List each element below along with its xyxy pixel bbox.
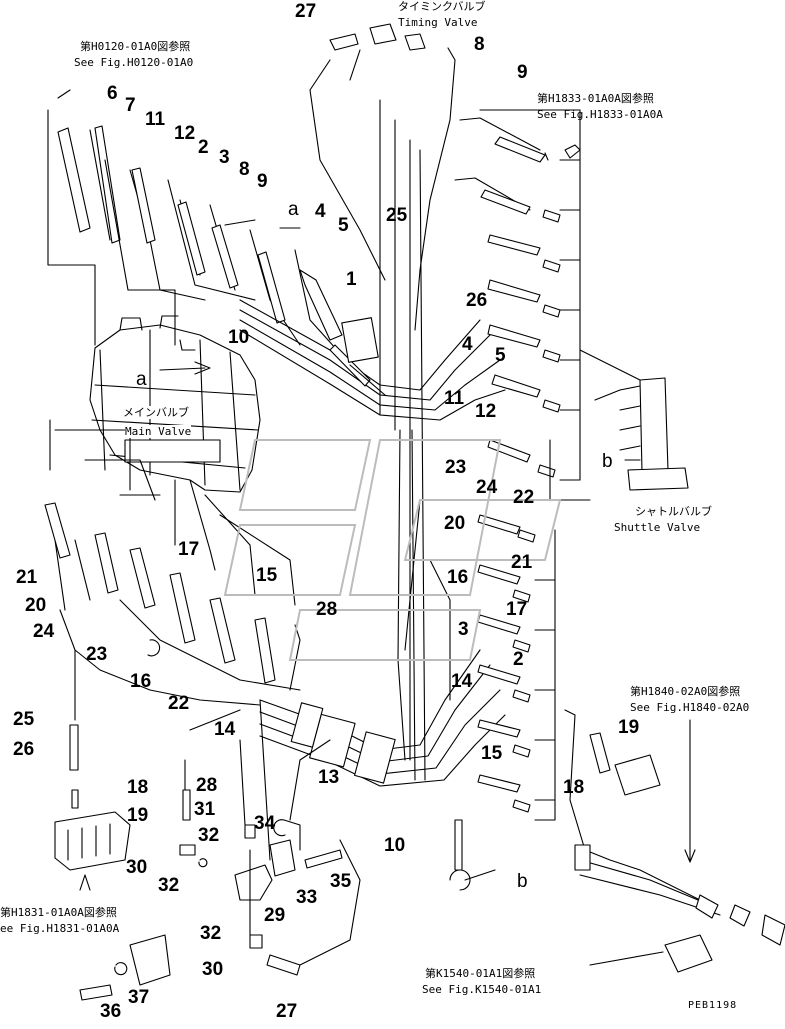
part-number: 19 (618, 717, 640, 738)
ref-h1840-en: See Fig.H1840-02A0 (630, 701, 750, 714)
part-number: 20 (25, 595, 47, 616)
part-number: 37 (128, 987, 150, 1008)
part-number: 14 (214, 719, 236, 740)
ref-letter-b: b (602, 451, 613, 472)
ref-h0120-jp: 第H0120-01A0図参照 (80, 40, 191, 53)
hose-bundle-lower (259, 649, 506, 787)
part-number: 9 (517, 62, 528, 83)
part-number: 5 (338, 215, 349, 236)
part-number: 34 (254, 813, 276, 834)
part-number: 11 (444, 388, 465, 409)
part-number: 18 (127, 777, 149, 798)
timing-valve-label-en: Timing Valve (398, 16, 478, 29)
part-number: 3 (458, 619, 469, 640)
shuttle-valve-label-jp: シャトルバルブ (635, 505, 712, 518)
part-number: 16 (130, 671, 152, 692)
part-number: 29 (264, 905, 286, 926)
part-number: 19 (127, 805, 149, 826)
ref-h1840-jp: 第H1840-02A0図参照 (630, 685, 741, 698)
part-number: 9 (257, 171, 268, 192)
part-number: 2 (198, 137, 209, 158)
ref-h1831-jp: 第H1831-01A0A図参照 (0, 906, 117, 919)
part-number: 35 (330, 871, 352, 892)
part-number: 33 (296, 887, 318, 908)
watermark-logo (223, 439, 562, 661)
ref-h0120-en: See Fig.H0120-01A0 (74, 56, 194, 69)
timing-valve-label-jp: タイミンクバルブ (398, 0, 486, 13)
shuttle-valve-label-en: Shuttle Valve (614, 521, 701, 534)
part-number: 5 (495, 345, 506, 366)
part-number: 36 (100, 1001, 122, 1022)
right-fittings-upper (454, 109, 581, 481)
part-number: 30 (126, 857, 148, 878)
main-valve-label-jp: メインバルブ (123, 406, 189, 419)
part-number: 8 (239, 159, 250, 180)
part-number: 3 (219, 147, 230, 168)
ref-h1833-jp: 第H1833-01A0A図参照 (537, 92, 654, 105)
figure-code: PEB1198 (688, 1000, 738, 1011)
part-number: 32 (198, 825, 220, 846)
lower-right-assembly (449, 709, 785, 973)
part-number: 20 (444, 513, 466, 534)
part-number: 22 (513, 487, 535, 508)
part-number: 8 (474, 34, 485, 55)
part-number: 17 (506, 599, 528, 620)
part-number: 22 (168, 693, 190, 714)
part-number: 12 (174, 123, 196, 144)
part-number: 4 (315, 201, 326, 222)
timing-valve (329, 23, 426, 51)
part-number: 10 (384, 835, 406, 856)
part-number: 1 (346, 269, 357, 290)
part-number: 16 (447, 567, 469, 588)
part-number: 28 (196, 775, 218, 796)
part-number: 13 (318, 767, 340, 788)
part-number: 2 (513, 649, 524, 670)
part-number: 25 (386, 205, 408, 226)
part-number: 30 (202, 959, 224, 980)
part-number: 7 (125, 95, 136, 116)
ref-letter-b: b (517, 871, 528, 892)
part-number: 26 (13, 739, 35, 760)
part-number: 11 (145, 109, 166, 130)
part-number: 27 (295, 1, 317, 22)
part-number: 24 (33, 621, 55, 642)
part-number: 14 (451, 671, 473, 692)
ref-letter-a: a (136, 369, 147, 390)
main-valve-label-en: Main Valve (125, 425, 192, 438)
ref-k1540-jp: 第K1540-01A1図参照 (425, 967, 536, 980)
left-lower-fittings (44, 419, 301, 721)
part-number: 27 (276, 1001, 298, 1022)
lower-left-assembly (54, 699, 361, 1001)
part-number: 25 (13, 709, 35, 730)
part-number: 23 (445, 457, 467, 478)
part-number: 26 (466, 290, 488, 311)
part-number: 10 (228, 327, 250, 348)
ref-letter-a: a (288, 199, 299, 220)
part-number: 12 (475, 401, 497, 422)
part-number: 32 (158, 875, 180, 896)
part-number: 24 (476, 477, 498, 498)
part-number: 31 (194, 799, 216, 820)
part-number: 28 (316, 599, 338, 620)
part-number: 17 (178, 539, 200, 560)
ref-h1831-en: ee Fig.H1831-01A0A (0, 922, 120, 935)
part-number: 6 (107, 83, 118, 104)
part-number: 18 (563, 777, 585, 798)
part-number: 4 (462, 334, 473, 355)
part-number: 21 (16, 567, 38, 588)
hose-bundle-upper (239, 299, 506, 421)
ref-h1833-en: See Fig.H1833-01A0A (537, 108, 663, 121)
ref-k1540-en: See Fig.K1540-01A1 (422, 983, 542, 996)
part-number: 15 (481, 743, 503, 764)
part-number: 21 (511, 552, 533, 573)
part-number: 15 (256, 565, 278, 586)
shuttle-valve (579, 349, 689, 491)
part-number: 23 (86, 644, 108, 665)
part-number: 32 (200, 923, 222, 944)
